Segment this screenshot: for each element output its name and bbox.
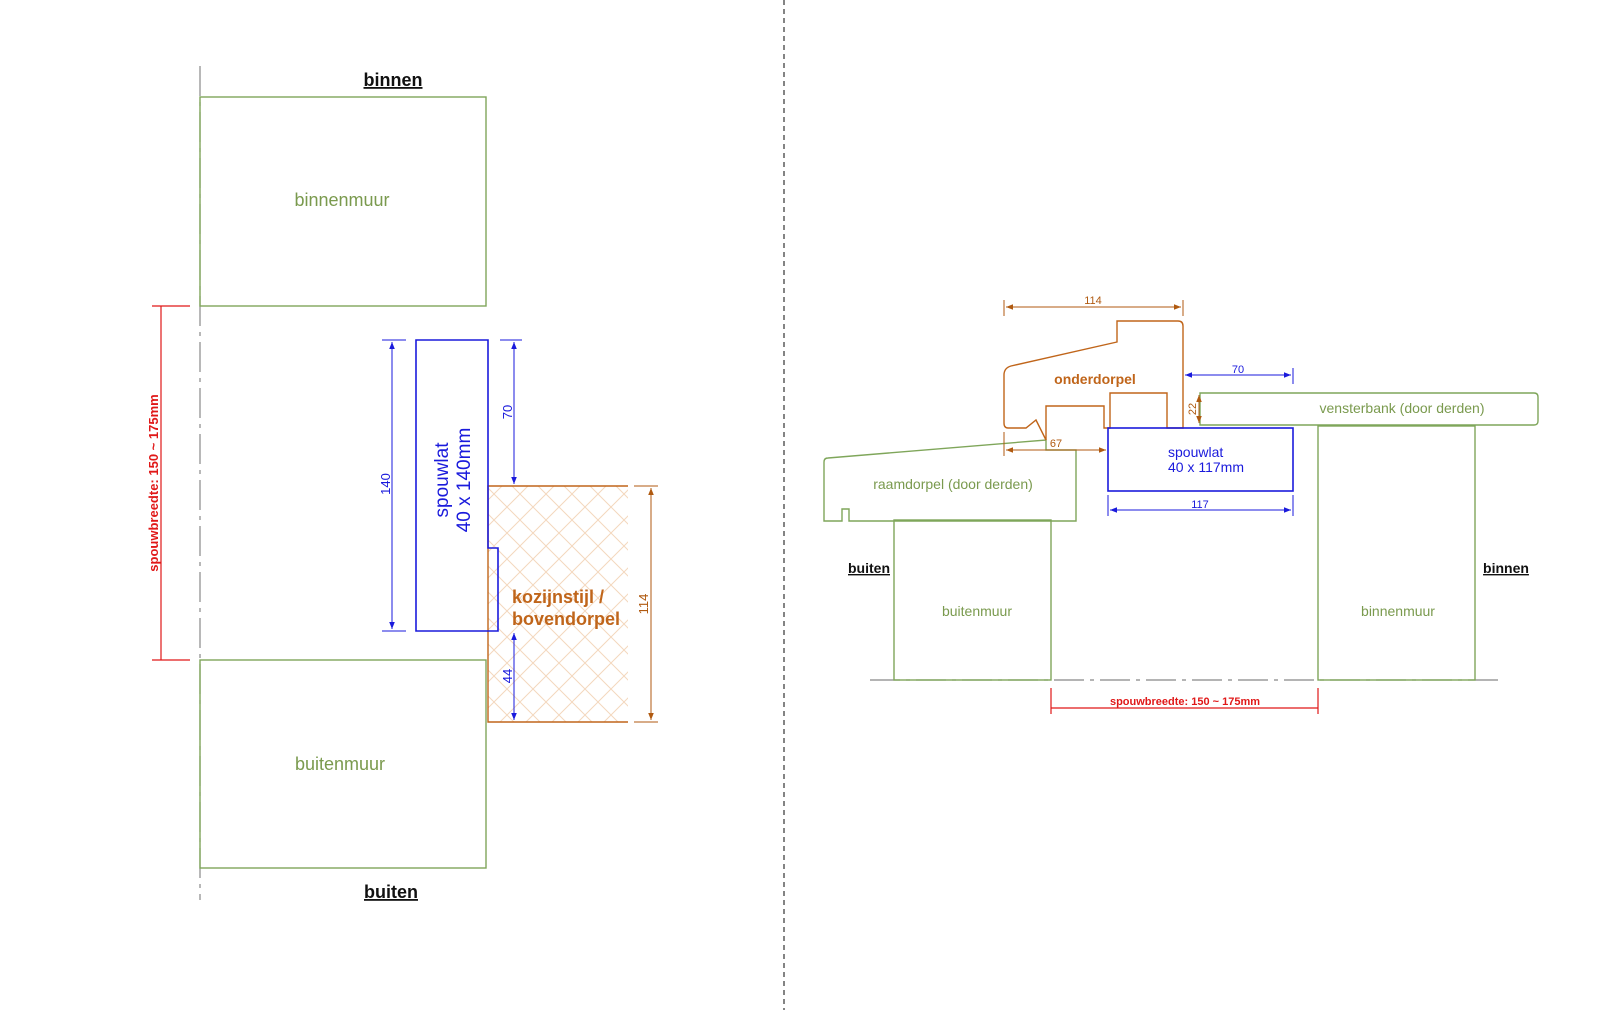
right-inner-wall-block: [1317, 425, 1476, 681]
dim-r117-text: 117: [1191, 499, 1209, 511]
bottom-sill-label: onderdorpel: [1054, 371, 1136, 387]
dim-114-text: 114: [636, 594, 651, 615]
dim-r70-text: 70: [1232, 364, 1244, 376]
left-detail: binnen binnenmuur buitenmuur buiten spou…: [146, 66, 658, 902]
spouwlat-right-label-1: spouwlat: [1168, 444, 1223, 460]
spouwlat-right: [1107, 427, 1294, 492]
dim-44-text: 44: [500, 669, 515, 683]
frame-label-2: bovendorpel: [512, 609, 620, 629]
label-buiten-bottom: buiten: [364, 882, 418, 902]
outer-sill-label: raamdorpel (door derden): [873, 476, 1033, 492]
spouwlat-right-label-2: 40 x 117mm: [1168, 459, 1244, 475]
inner-wall-block: [199, 96, 487, 307]
spouwlat-left-label-2: 40 x 140mm: [454, 428, 475, 533]
label-binnen-top: binnen: [364, 70, 423, 90]
dim-r114-text: 114: [1084, 295, 1102, 307]
spouwlat-left-label-1: spouwlat: [432, 442, 453, 518]
dim-70-text: 70: [500, 405, 515, 419]
right-inner-wall-label: binnenmuur: [1361, 603, 1435, 619]
frame-label-1: kozijnstijl /: [512, 587, 604, 607]
outer-sill-shape: [823, 439, 1077, 522]
dim-140-text: 140: [378, 473, 393, 495]
outer-wall-block: [199, 659, 487, 869]
outer-wall-label: buitenmuur: [295, 754, 385, 774]
frame-fill: [488, 486, 628, 722]
right-cavity-text: spouwbreedte: 150 ~ 175mm: [1110, 696, 1260, 708]
frame-outline: [487, 485, 628, 723]
bottom-sill-frame: [1003, 320, 1184, 441]
dim-r67-text: 67: [1050, 438, 1062, 450]
right-outer-wall-block: [893, 519, 1052, 681]
spouwlat-left: [415, 339, 499, 632]
right-label-buiten: buiten: [848, 560, 890, 576]
right-outer-wall-label: buitenmuur: [942, 603, 1012, 619]
window-sill-label: vensterbank (door derden): [1320, 400, 1485, 416]
dim-r22-text: 22: [1187, 403, 1199, 415]
right-detail: buitenmuur binnenmuur raamdorpel (door d…: [823, 295, 1539, 714]
cavity-left-text: spouwbreedte: 150 ~ 175mm: [146, 394, 161, 571]
right-label-binnen: binnen: [1483, 560, 1529, 576]
inner-wall-label: binnenmuur: [294, 190, 389, 210]
window-sill-shape: [1199, 392, 1539, 426]
